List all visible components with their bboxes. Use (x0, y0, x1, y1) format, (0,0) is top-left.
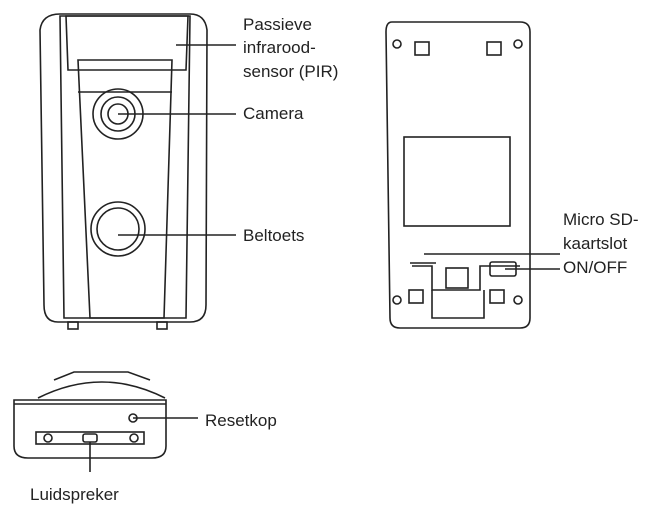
front-foot-left (67, 321, 79, 330)
back-lower-compartment (412, 265, 520, 291)
label-sd-line1: Micro SD- (563, 210, 639, 229)
back-mount-bottom-right (489, 289, 505, 304)
label-reset: Resetkop (205, 411, 277, 430)
label-onoff: ON/OFF (563, 258, 628, 277)
back-screw-top-right (513, 39, 523, 49)
label-pir-line1: Passieve (243, 15, 312, 34)
label-speaker: Luidspreker (30, 485, 119, 504)
back-body-outline (385, 21, 531, 329)
bottom-body (13, 399, 167, 459)
back-screw-bottom-right (513, 295, 523, 305)
front-center-strip (77, 59, 173, 319)
back-lower-bracket (431, 290, 485, 319)
bell-button-outer (90, 201, 146, 257)
speaker-slot (82, 433, 98, 443)
label-sd-line2: kaartslot (563, 234, 628, 253)
bottom-view (13, 371, 167, 459)
leader-lines (89, 44, 560, 472)
back-mount-bottom-left (408, 289, 424, 304)
label-pir-line3: sensor (PIR) (243, 62, 339, 81)
front-inner-panel (59, 15, 191, 319)
label-camera: Camera (243, 104, 304, 123)
label-pir-line2: infrarood- (243, 38, 316, 57)
bottom-screw-left (43, 433, 53, 443)
back-mount-top-left (414, 41, 430, 56)
pir-window (65, 15, 189, 71)
back-screw-top-left (392, 39, 402, 49)
bottom-screw-right (129, 433, 139, 443)
back-view (385, 21, 531, 329)
bell-button-inner (96, 207, 140, 251)
back-center-panel (403, 136, 511, 227)
front-foot-right (156, 321, 168, 330)
back-screw-bottom-left (392, 295, 402, 305)
label-button: Beltoets (243, 226, 305, 245)
back-port (445, 267, 469, 289)
front-body-outline (39, 13, 208, 323)
back-mount-top-right (486, 41, 502, 56)
bottom-top-ridge (53, 371, 151, 381)
bottom-upper-curve (37, 381, 166, 399)
front-view (39, 13, 208, 330)
